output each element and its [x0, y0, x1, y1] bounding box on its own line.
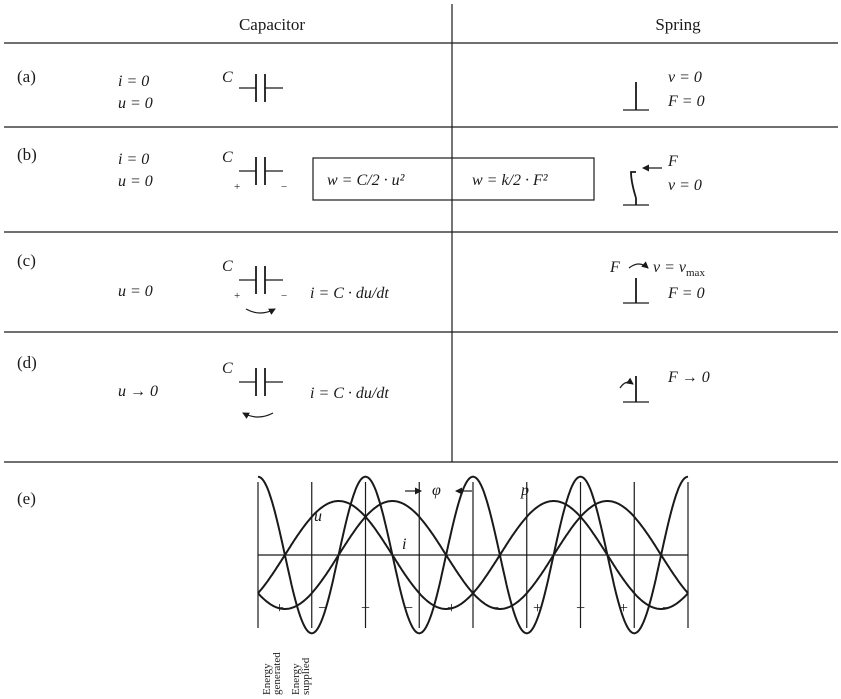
power-sign: +: [447, 600, 456, 617]
row-a-force: F = 0: [667, 93, 705, 110]
row-d-current-eq: i = C · du/dt: [310, 385, 389, 402]
row-b: (b) i = 0 u = 0 C + − w = C/2 · u² w = k…: [17, 145, 702, 206]
row-c-cap-label: C: [222, 258, 233, 275]
spring-symbol: [619, 376, 649, 403]
row-c-voltage: u = 0: [118, 283, 153, 300]
row-c-label: (c): [17, 251, 36, 270]
row-a-current: i = 0: [118, 73, 149, 90]
row-d-cap-label: C: [222, 360, 233, 377]
energy-supplied-label: Energysupplied: [290, 657, 312, 695]
row-d: (d) u → 0 C i = C · du/dt F → 0: [17, 353, 710, 419]
power-sign: −: [318, 600, 327, 617]
power-sign: +: [533, 600, 542, 617]
curve-p: [257, 475, 689, 635]
motion-arrow-icon: [628, 261, 649, 269]
row-b-voltage: u = 0: [118, 173, 153, 190]
row-b-current: i = 0: [118, 151, 149, 168]
row-c-current-eq: i = C · du/dt: [310, 285, 389, 302]
power-sign-row: + − + − + − + − + −: [275, 600, 671, 617]
row-d-force: F → 0: [667, 369, 710, 386]
capacitor-symbol: [239, 157, 283, 185]
plus-sign: +: [234, 181, 240, 193]
capacitor-energy-eq: w = C/2 · u²: [327, 172, 406, 189]
spring-header: Spring: [655, 15, 701, 34]
spring-energy-eq: w = k/2 · F²: [472, 172, 549, 189]
row-b-force-label: F: [667, 153, 678, 170]
capacitor-symbol: [239, 74, 283, 102]
row-b-cap-label: C: [222, 149, 233, 166]
plus-sign: +: [234, 290, 240, 302]
row-c-force-label: F: [609, 259, 620, 276]
energy-box: [312, 157, 595, 201]
row-e-label: (e): [17, 489, 36, 508]
row-c: (c) u = 0 C + − i = C · du/dt F v = vmax…: [17, 251, 705, 315]
energy-generated-label: Energygenerated: [261, 652, 283, 695]
row-a: (a) i = 0 u = 0 C v = 0 F = 0: [17, 67, 705, 112]
row-a-velocity: v = 0: [668, 69, 702, 86]
curve-i: [257, 500, 689, 610]
charge-flow-arrow-icon: [245, 308, 276, 315]
minus-sign: −: [281, 290, 287, 302]
power-sign: +: [275, 600, 284, 617]
capacitor-header: Capacitor: [239, 15, 305, 34]
power-sign: −: [662, 600, 671, 617]
spring-symbol: [623, 261, 649, 304]
discharge-flow-arrow-icon: [242, 412, 274, 419]
power-sign: −: [490, 600, 499, 617]
row-b-velocity: v = 0: [668, 177, 702, 194]
spring-symbol: [623, 82, 649, 111]
row-a-cap-label: C: [222, 69, 233, 86]
capacitor-symbol: [239, 266, 283, 294]
curve-label-p: p: [520, 482, 529, 499]
row-d-voltage: u → 0: [118, 383, 158, 400]
curve-label-u: u: [314, 508, 322, 525]
power-sign: −: [404, 600, 413, 617]
phase-label: φ: [432, 482, 441, 499]
waveform-curves: [257, 475, 689, 635]
minus-sign: −: [281, 181, 287, 193]
row-a-voltage: u = 0: [118, 95, 153, 112]
power-sign: +: [361, 600, 370, 617]
row-c-force: F = 0: [667, 285, 705, 302]
return-arrow-icon: [619, 377, 634, 389]
bent-spring-symbol: [623, 164, 662, 206]
row-a-label: (a): [17, 67, 36, 86]
power-sign: −: [576, 600, 585, 617]
table-grid: [4, 4, 838, 463]
row-b-label: (b): [17, 145, 37, 164]
waveform-panel: (e) + − + − + − + − + − u i p φ Energygenerated E…: [17, 475, 689, 695]
curve-label-i: i: [402, 536, 406, 553]
row-c-velocity: v = vmax: [653, 259, 705, 279]
capacitor-symbol: [239, 368, 283, 396]
power-sign: +: [619, 600, 628, 617]
row-d-label: (d): [17, 353, 37, 372]
